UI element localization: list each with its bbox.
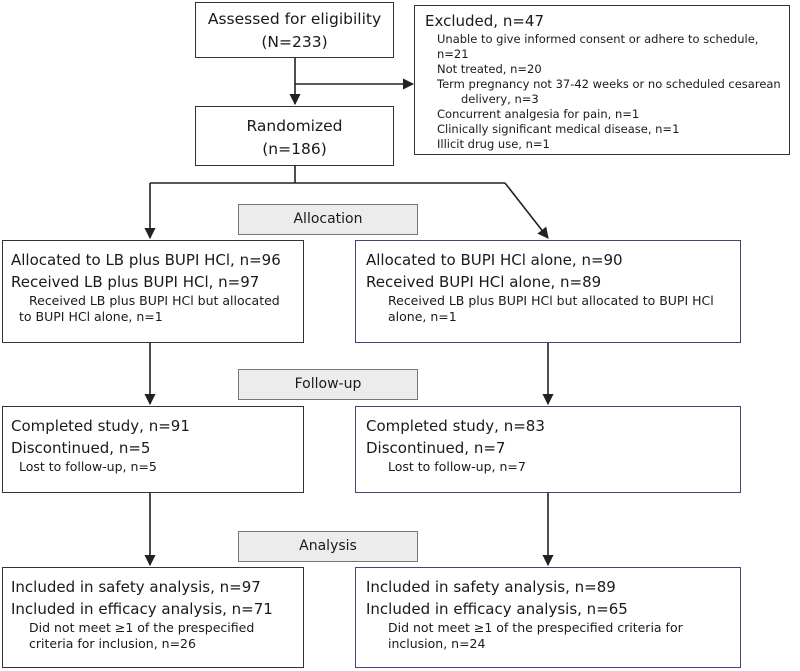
right-not-met: Did not meet ≥1 of the prespecified crit… — [388, 620, 683, 635]
left-discontinued: Discontinued, n=5 — [11, 439, 151, 457]
stage-followup: Follow-up — [238, 369, 418, 400]
randomized-title: Randomized — [246, 117, 343, 135]
stage-allocation: Allocation — [238, 204, 418, 235]
right-efficacy: Included in efficacy analysis, n=65 — [366, 600, 628, 618]
excluded-reason: Illicit drug use, n=1 — [437, 137, 550, 151]
arrow-to-right-allocation — [504, 182, 549, 239]
right-not-met-cont: inclusion, n=24 — [388, 636, 486, 651]
left-received-note: Received LB plus BUPI HCl but allocated — [29, 293, 280, 308]
right-received-note: Received LB plus BUPI HCl but allocated … — [388, 293, 714, 308]
right-safety: Included in safety analysis, n=89 — [366, 578, 616, 596]
right-received: Received BUPI HCl alone, n=89 — [366, 273, 602, 291]
excluded-reason: Concurrent analgesia for pain, n=1 — [437, 107, 640, 121]
right-followup-box: Completed study, n=83 Discontinued, n=7 … — [355, 406, 741, 493]
right-completed: Completed study, n=83 — [366, 417, 545, 435]
left-allocated: Allocated to LB plus BUPI HCl, n=96 — [11, 251, 281, 269]
right-received-note-cont: alone, n=1 — [388, 309, 457, 324]
right-discontinued: Discontinued, n=7 — [366, 439, 506, 457]
left-efficacy: Included in efficacy analysis, n=71 — [11, 600, 273, 618]
left-analysis-box: Included in safety analysis, n=97 Includ… — [2, 567, 304, 668]
excluded-reason: Unable to give informed consent or adher… — [437, 32, 759, 61]
left-received-note-cont: to BUPI HCl alone, n=1 — [19, 309, 163, 324]
left-allocation-box: Allocated to LB plus BUPI HCl, n=96 Rece… — [2, 240, 304, 343]
left-lost: Lost to follow-up, n=5 — [19, 459, 157, 474]
excluded-box: Excluded, n=47 Unable to give informed c… — [414, 5, 790, 155]
excluded-reason: Not treated, n=20 — [437, 62, 542, 76]
randomized-count: (n=186) — [262, 140, 327, 158]
left-completed: Completed study, n=91 — [11, 417, 190, 435]
left-safety: Included in safety analysis, n=97 — [11, 578, 261, 596]
excluded-title: Excluded, n=47 — [425, 12, 544, 30]
stage-analysis: Analysis — [238, 531, 418, 562]
left-not-met: Did not meet ≥1 of the prespecified — [29, 620, 255, 635]
assessed-count: (N=233) — [261, 33, 328, 51]
right-analysis-box: Included in safety analysis, n=89 Includ… — [355, 567, 741, 668]
right-allocated: Allocated to BUPI HCl alone, n=90 — [366, 251, 623, 269]
excluded-reason: Term pregnancy not 37-42 weeks or no sch… — [437, 77, 781, 91]
assessed-box: Assessed for eligibility (N=233) — [195, 2, 394, 58]
excluded-reason: Clinically significant medical disease, … — [437, 122, 680, 136]
left-received: Received LB plus BUPI HCl, n=97 — [11, 273, 260, 291]
excluded-reasons: Unable to give informed consent or adher… — [425, 32, 789, 152]
left-not-met-cont: criteria for inclusion, n=26 — [29, 636, 196, 651]
left-followup-box: Completed study, n=91 Discontinued, n=5 … — [2, 406, 304, 493]
randomized-box: Randomized (n=186) — [195, 106, 394, 166]
right-allocation-box: Allocated to BUPI HCl alone, n=90 Receiv… — [355, 240, 741, 343]
excluded-reason: delivery, n=3 — [461, 92, 539, 106]
right-lost: Lost to follow-up, n=7 — [388, 459, 526, 474]
assessed-title: Assessed for eligibility — [207, 10, 382, 28]
